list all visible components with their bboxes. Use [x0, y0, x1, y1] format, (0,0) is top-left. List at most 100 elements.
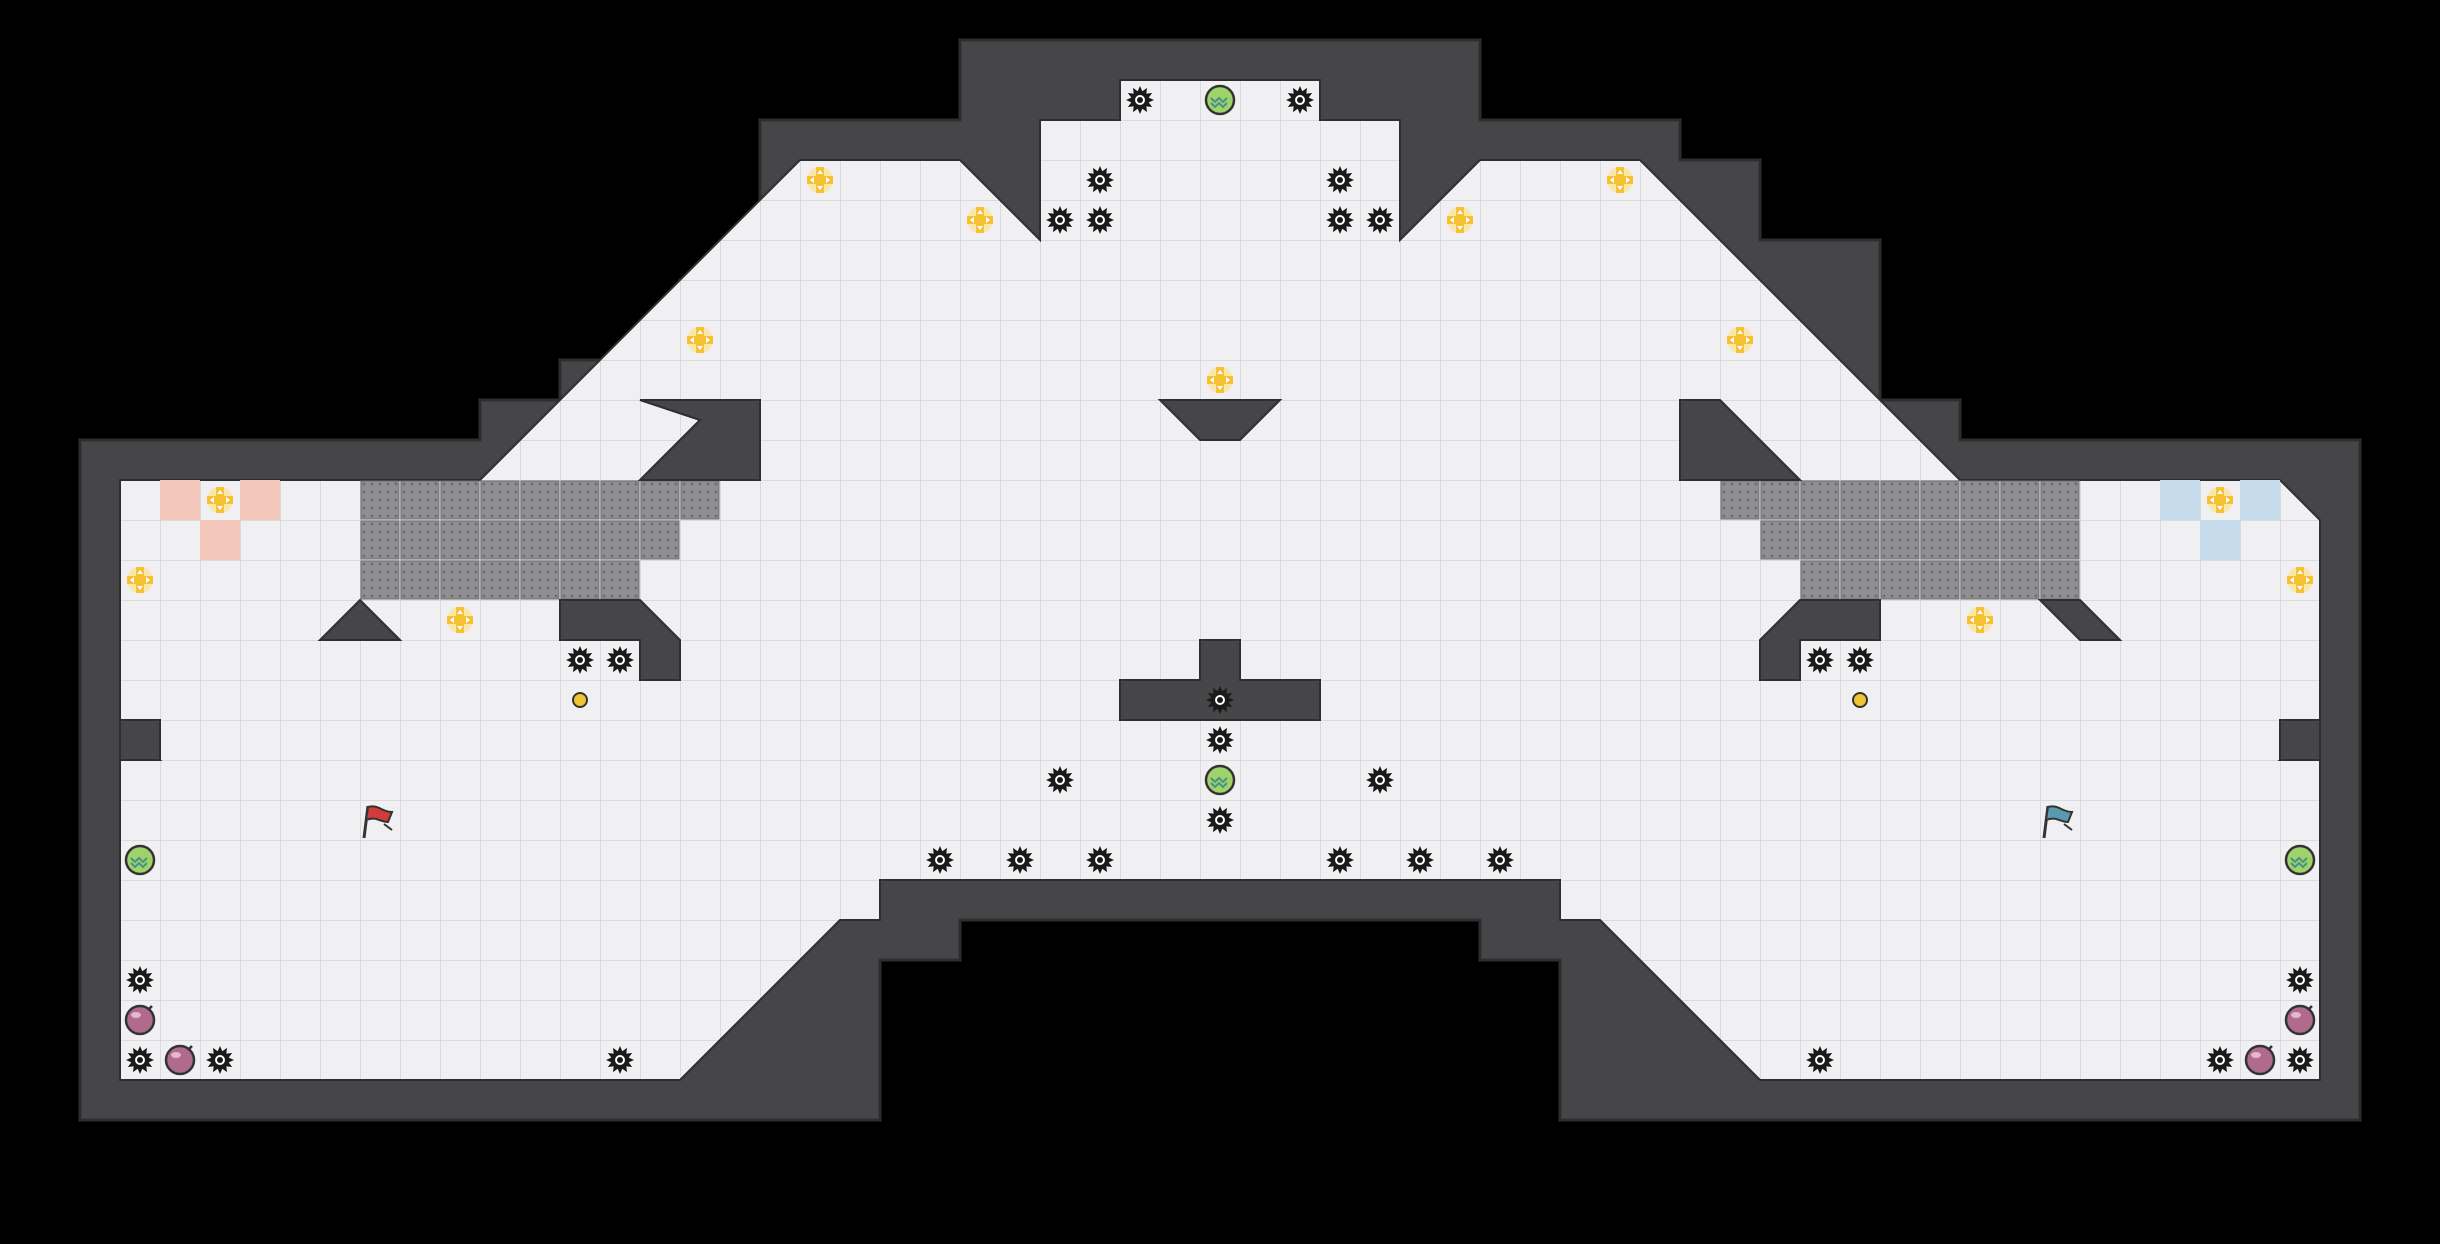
grate-tile [480, 480, 520, 520]
spike-icon [1206, 686, 1234, 714]
powerup-icon [2284, 844, 2316, 876]
grate-tile [1840, 560, 1880, 600]
spike-icon [1806, 1046, 1834, 1074]
grate-tile [560, 520, 600, 560]
boost-icon [2207, 487, 2233, 513]
button-icon [572, 692, 588, 708]
grate-tile [2000, 480, 2040, 520]
powerup-icon [1204, 84, 1236, 116]
grate-tile [1920, 520, 1960, 560]
grate-tile [1800, 520, 1840, 560]
spike-icon [1326, 846, 1354, 874]
spike-icon [1086, 206, 1114, 234]
grate-tile [1760, 480, 1800, 520]
spike-icon [126, 966, 154, 994]
grate-tile [480, 520, 520, 560]
spike-icon [126, 1046, 154, 1074]
grate-tile [400, 480, 440, 520]
grate-tile [2040, 520, 2080, 560]
spike-icon [1806, 646, 1834, 674]
spike-icon [1046, 766, 1074, 794]
grate-tile [1720, 480, 1760, 520]
grate-tile [520, 480, 560, 520]
blue-team-tile [2200, 520, 2240, 560]
boost-icon [1727, 327, 1753, 353]
grate-tile [1840, 480, 1880, 520]
spike-icon [1846, 646, 1874, 674]
bomb-icon [164, 1044, 196, 1076]
boost-icon [1967, 607, 1993, 633]
grate-tile [1880, 480, 1920, 520]
grate-tile [1960, 480, 2000, 520]
spike-icon [1486, 846, 1514, 874]
spike-icon [1326, 206, 1354, 234]
powerup-icon [1204, 764, 1236, 796]
inner-wall [1679, 399, 1803, 481]
grate-tile [1920, 560, 1960, 600]
boost-icon [207, 487, 233, 513]
grate-tile [440, 480, 480, 520]
inner-wall [559, 599, 681, 681]
bomb-icon [2284, 1004, 2316, 1036]
team-zones [160, 480, 2280, 560]
spike-icon [606, 1046, 634, 1074]
floor [119, 79, 2321, 1081]
grate-tile [2000, 560, 2040, 600]
red-flag-icon [362, 805, 394, 839]
inner-wall [1759, 599, 1881, 681]
inner-wall [1119, 639, 1321, 721]
grate-tile [1920, 480, 1960, 520]
red-team-tile [240, 480, 280, 520]
blue-team-tile [2240, 480, 2280, 520]
bomb-icon [124, 1004, 156, 1036]
grates [360, 480, 2080, 600]
grate-tile [600, 520, 640, 560]
grate-tile [400, 520, 440, 560]
spike-icon [2206, 1046, 2234, 1074]
grate-tile [440, 520, 480, 560]
inner-wall [2279, 719, 2321, 761]
grate-tile [2040, 480, 2080, 520]
grate-tile [1800, 560, 1840, 600]
boost-icon [127, 567, 153, 593]
spike-icon [1366, 206, 1394, 234]
grate-tile [440, 560, 480, 600]
inner-wall [1157, 399, 1283, 441]
grate-tile [400, 560, 440, 600]
boost-icon [967, 207, 993, 233]
grate-tile [600, 560, 640, 600]
grate-tile [2000, 520, 2040, 560]
grate-tile [480, 560, 520, 600]
blue-flag-icon [2042, 805, 2074, 839]
spike-icon [1046, 206, 1074, 234]
inner-walls [119, 399, 2321, 761]
red-team-tile [160, 480, 200, 520]
blue-team-tile [2160, 480, 2200, 520]
boost-icon [1607, 167, 1633, 193]
grate-tile [560, 480, 600, 520]
boost-icon [1447, 207, 1473, 233]
grate-tile [520, 520, 560, 560]
grate-tile [360, 520, 400, 560]
grate-tile [1960, 560, 2000, 600]
red-team-tile [200, 520, 240, 560]
grate-tile [1800, 480, 1840, 520]
grate-tile [680, 480, 720, 520]
powerup-icon [124, 844, 156, 876]
boost-icon [2287, 567, 2313, 593]
grate-tile [1960, 520, 2000, 560]
spike-icon [1326, 166, 1354, 194]
spike-icon [1086, 166, 1114, 194]
spike-icon [1006, 846, 1034, 874]
inner-wall [317, 598, 403, 641]
grate-tile [560, 560, 600, 600]
grate-tile [2040, 560, 2080, 600]
spike-icon [2286, 966, 2314, 994]
spike-icon [2286, 1046, 2314, 1074]
spike-icon [1086, 846, 1114, 874]
spike-icon [1206, 806, 1234, 834]
boost-icon [687, 327, 713, 353]
grate-tile [1840, 520, 1880, 560]
